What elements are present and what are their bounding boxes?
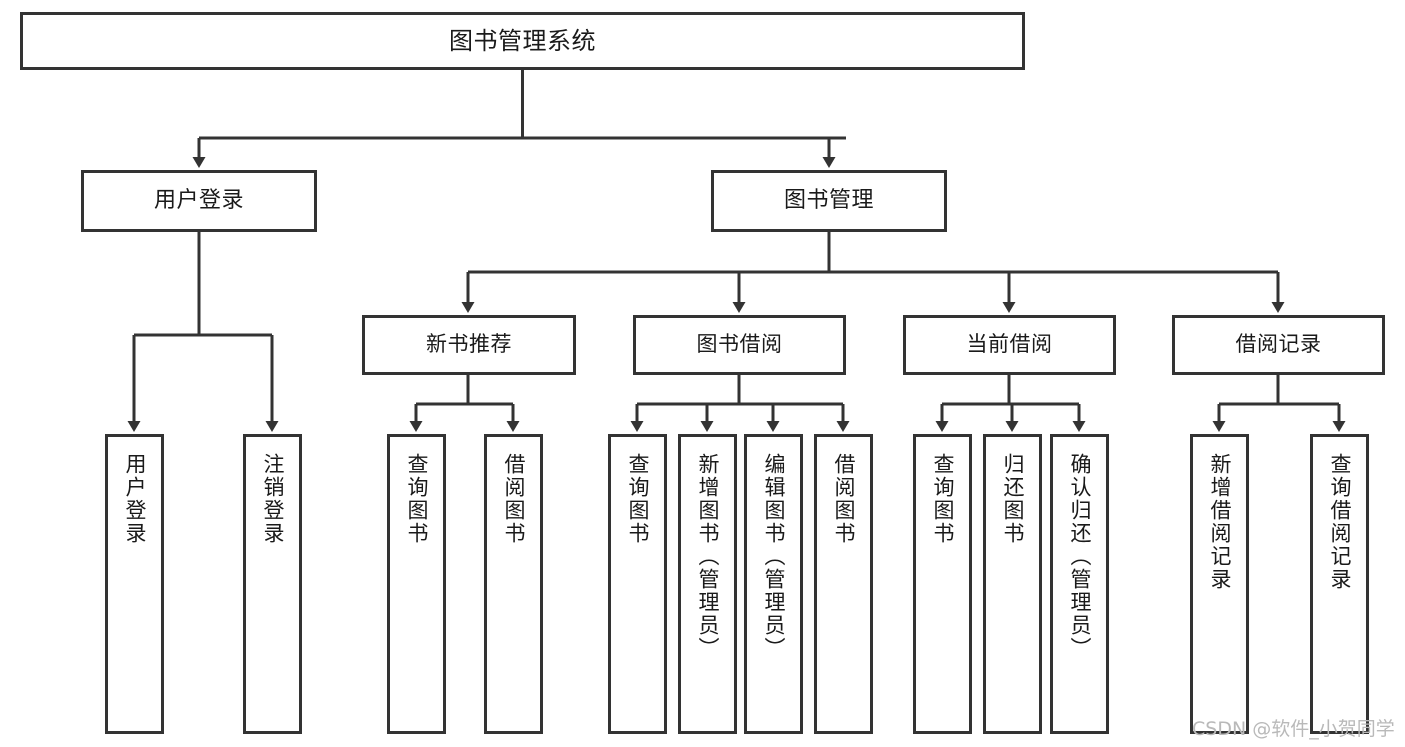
node-user-login[interactable]: 用户登录 bbox=[81, 170, 317, 232]
node-label: 图书管理 bbox=[783, 187, 874, 213]
node-label: 归还图书 bbox=[1000, 453, 1025, 545]
node-leaf-borrow-book-2[interactable]: 借阅图书 bbox=[814, 434, 873, 734]
node-leaf-borrow-book-1[interactable]: 借阅图书 bbox=[484, 434, 543, 734]
node-book-borrow[interactable]: 图书借阅 bbox=[633, 315, 846, 375]
node-leaf-query-record[interactable]: 查询借阅记录 bbox=[1310, 434, 1369, 734]
node-borrow-record[interactable]: 借阅记录 bbox=[1172, 315, 1385, 375]
node-label: 新增图书（管理员） bbox=[695, 453, 720, 660]
node-leaf-query-book-1[interactable]: 查询图书 bbox=[387, 434, 446, 734]
node-current-borrow[interactable]: 当前借阅 bbox=[903, 315, 1116, 375]
node-new-book-recommend[interactable]: 新书推荐 bbox=[362, 315, 576, 375]
node-label: 查询图书 bbox=[625, 453, 650, 545]
node-label: 借阅图书 bbox=[831, 453, 856, 545]
node-label: 注销登录 bbox=[260, 453, 285, 545]
watermark-text: CSDN @软件_小贺同学 bbox=[1192, 718, 1395, 740]
node-label: 借阅记录 bbox=[1235, 332, 1322, 357]
node-label: 图书管理系统 bbox=[449, 26, 596, 55]
node-label: 用户登录 bbox=[153, 187, 244, 213]
node-label: 编辑图书（管理员） bbox=[761, 453, 786, 660]
node-leaf-add-record[interactable]: 新增借阅记录 bbox=[1190, 434, 1249, 734]
node-leaf-query-book-3[interactable]: 查询图书 bbox=[913, 434, 972, 734]
node-root-system[interactable]: 图书管理系统 bbox=[20, 12, 1025, 70]
node-label: 查询图书 bbox=[930, 453, 955, 545]
node-leaf-query-book-2[interactable]: 查询图书 bbox=[608, 434, 667, 734]
node-book-manage[interactable]: 图书管理 bbox=[711, 170, 947, 232]
node-leaf-user-logout[interactable]: 注销登录 bbox=[243, 434, 302, 734]
node-leaf-return-book[interactable]: 归还图书 bbox=[983, 434, 1042, 734]
node-label: 当前借阅 bbox=[966, 332, 1053, 357]
node-label: 查询图书 bbox=[404, 453, 429, 545]
node-leaf-user-login[interactable]: 用户登录 bbox=[105, 434, 164, 734]
node-label: 确认归还（管理员） bbox=[1067, 453, 1092, 660]
node-label: 用户登录 bbox=[122, 453, 147, 545]
node-leaf-add-book[interactable]: 新增图书（管理员） bbox=[678, 434, 737, 734]
node-leaf-edit-book[interactable]: 编辑图书（管理员） bbox=[744, 434, 803, 734]
node-label: 新增借阅记录 bbox=[1207, 453, 1232, 591]
node-label: 图书借阅 bbox=[696, 332, 783, 357]
node-label: 查询借阅记录 bbox=[1327, 453, 1352, 591]
node-label: 新书推荐 bbox=[426, 332, 512, 357]
node-label: 借阅图书 bbox=[501, 453, 526, 545]
node-leaf-confirm-return[interactable]: 确认归还（管理员） bbox=[1050, 434, 1109, 734]
